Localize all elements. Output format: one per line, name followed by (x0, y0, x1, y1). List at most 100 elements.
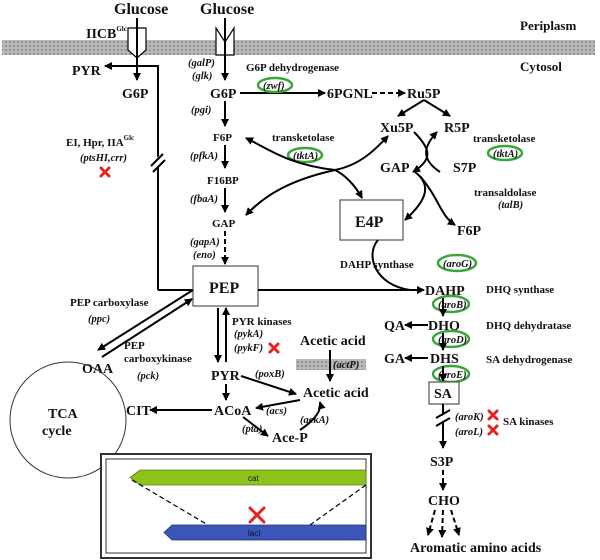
metabolite-oaa: OAA (82, 362, 114, 377)
gene-pgi: (pgi) (191, 105, 211, 116)
metabolite-qa: QA (384, 319, 406, 334)
gene-arol: (aroL) (455, 427, 483, 438)
pep-box (192, 265, 259, 307)
metabolite-aromatic-amino-acids: Aromatic amino acids (410, 541, 542, 556)
gene-ptshi-crr: (ptsHI,crr) (80, 153, 127, 164)
enzyme-pyr-kinases: PYR kinases (232, 316, 292, 328)
gene-pck: (pck) (137, 371, 159, 382)
gene-acka: (ackA) (300, 415, 329, 426)
knockout-x-icon (487, 409, 499, 421)
knockout-x-icon (248, 506, 266, 524)
tca-label-line1: TCA (48, 407, 78, 422)
metabolite-ru5p: Ru5P (407, 87, 441, 102)
metabolite-pyr-top: PYR (72, 64, 102, 79)
enzyme-pts: EI, Hpr, IIAGlc (66, 134, 134, 149)
gene-ppc: (ppc) (88, 314, 110, 325)
enzyme-dhq-synthase: DHQ synthase (486, 284, 554, 296)
metabolite-f16bp: F16BP (207, 175, 239, 187)
gene-acs: (acs) (266, 406, 287, 417)
gene-aroe: (aroE) (438, 370, 467, 381)
gene-replacement-inset: cat lacI (100, 453, 372, 559)
cat-gene-bar (129, 469, 367, 486)
metabolite-pep: PEP (209, 280, 239, 297)
overexpression-ring (256, 76, 294, 94)
gene-pyka: (pykA) (234, 329, 263, 340)
overexpression-ring (486, 144, 524, 162)
knockout-x-icon (99, 166, 111, 178)
metabolite-sa: SA (434, 387, 453, 402)
metabolite-g6p: G6P (210, 87, 237, 102)
galp-transporter-icon (215, 25, 235, 56)
gene-talb: (talB) (498, 200, 523, 211)
metabolite-dhs: DHS (430, 352, 459, 367)
enzyme-transketolase-mid: transketolase (272, 132, 334, 144)
enzyme-pck-line1: PEP (124, 340, 145, 352)
gene-actp: (actP) (333, 360, 359, 371)
gene-arok: (aroK) (455, 412, 484, 423)
enzyme-transaldolase: transaldolase (474, 187, 536, 199)
cat-gene-label: cat (248, 474, 259, 483)
gene-tkta-mid: (tktA) (293, 151, 318, 162)
tca-cycle-circle (9, 361, 127, 479)
metabolite-e4p: E4P (355, 214, 384, 231)
metabolite-pyr: PYR (211, 369, 241, 384)
enzyme-sa-dehydrogenase: SA dehydrogenase (486, 354, 572, 366)
gene-pfka: (pfkA) (190, 151, 218, 162)
enzyme-pck-line2: carboxykinase (124, 353, 192, 365)
enzyme-iicb: IICBGlc (86, 25, 127, 42)
metabolite-acetic-acid-external: Acetic acid (300, 334, 366, 349)
metabolite-r5p: R5P (444, 121, 470, 136)
metabolite-ace-p: Ace-P (272, 431, 308, 446)
metabolite-acoa: ACoA (214, 404, 252, 419)
metabolite-g6p-left: G6P (122, 87, 149, 102)
cytosol-label: Cytosol (520, 59, 562, 74)
overexpression-ring (436, 253, 478, 273)
periplasm-label: Periplasm (520, 18, 576, 33)
knockout-x-icon (487, 424, 499, 436)
gene-gapa: (gapA) (190, 237, 220, 248)
enzyme-sa-kinases: SA kinases (503, 416, 554, 428)
gene-galp: (galP) (188, 58, 215, 69)
metabolite-gap: GAP (212, 218, 236, 230)
metabolite-f6p: F6P (213, 132, 232, 144)
gene-arob: (aroB) (438, 300, 467, 311)
gene-arog: (aroG) (443, 259, 472, 270)
metabolite-s3p: S3P (430, 455, 454, 470)
e4p-box (339, 199, 404, 241)
gene-poxb: (poxB) (255, 369, 285, 380)
gene-eno: (eno) (193, 250, 216, 261)
enzyme-g6p-dehydrogenase: G6P dehydrogenase (246, 62, 339, 74)
metabolite-s7p: S7P (453, 161, 477, 176)
gene-tkta-right: (tktA) (493, 149, 518, 160)
knockout-x-icon (268, 342, 280, 354)
metabolite-glucose-left: Glucose (114, 1, 168, 18)
laci-gene-label: lacI (248, 529, 260, 538)
metabolite-gap-ppp: GAP (380, 161, 410, 176)
metabolite-f6p-ppp: F6P (457, 224, 482, 239)
metabolite-6pgnl: 6PGNL (327, 87, 373, 102)
gene-pykf: (pykF) (234, 343, 263, 354)
enzyme-pep-carboxylase: PEP carboxylase (70, 297, 149, 309)
enzyme-dhq-dehydratase: DHQ dehydratase (486, 320, 571, 332)
metabolite-cho: CHO (428, 494, 460, 509)
metabolite-ga: GA (384, 352, 406, 367)
enzyme-dahp-synthase: DAHP synthase (340, 259, 414, 271)
overexpression-ring (431, 329, 471, 349)
enzyme-transketolase-right: transketolase (473, 133, 535, 145)
metabolite-cit: CIT (126, 404, 152, 419)
overexpression-ring (286, 146, 324, 164)
laci-gene-bar (163, 524, 367, 541)
gene-pta: (pta) (242, 424, 262, 435)
overexpression-ring (431, 294, 471, 314)
cell-membrane (2, 40, 595, 55)
metabolite-xu5p: Xu5P (380, 121, 414, 136)
gene-fbaa: (fbaA) (190, 194, 218, 205)
gene-zwf: (zwf) (263, 81, 285, 92)
metabolite-glucose-right: Glucose (200, 1, 254, 18)
gene-glk: (glk) (192, 71, 212, 82)
metabolite-acetic-acid: Acetic acid (303, 386, 369, 401)
tca-label-line2: cycle (42, 424, 72, 439)
gene-arod: (aroD) (438, 335, 467, 346)
